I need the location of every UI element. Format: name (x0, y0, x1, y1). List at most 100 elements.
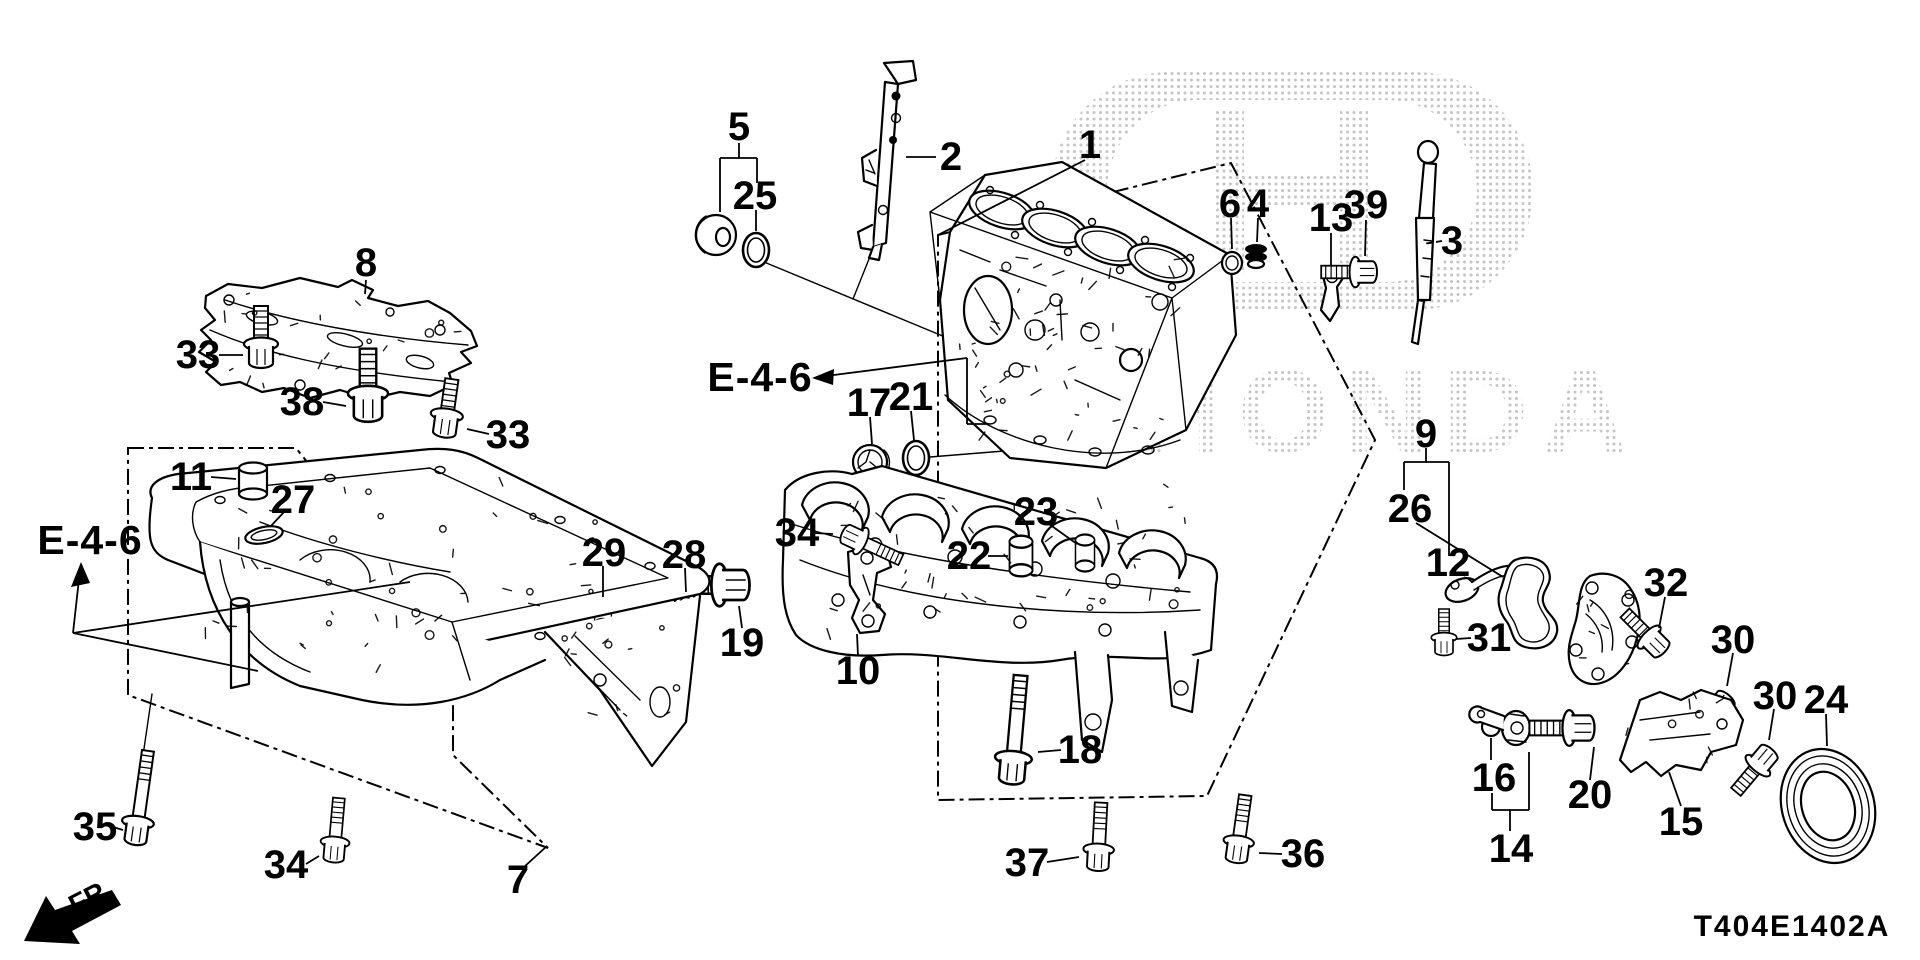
part-label-26: 26 (1388, 487, 1433, 531)
leader-line-part-28 (684, 567, 687, 593)
ref-leader-line (72, 581, 411, 634)
oring-6-art (1220, 250, 1244, 276)
leader-line-part-34 (813, 532, 834, 535)
cylinder-block-art (929, 160, 1238, 470)
part-label-5: 5 (728, 105, 750, 149)
part-label-28: 28 (662, 533, 707, 577)
part-label-33: 33 (176, 333, 221, 377)
ref-arrowhead-icon (812, 369, 834, 385)
part-label-24: 24 (1804, 678, 1849, 722)
oil-pan-art (148, 447, 711, 768)
baffle-15-art (1618, 688, 1745, 778)
bolt-20-art (1528, 708, 1596, 748)
leader-line-part-19 (738, 605, 743, 629)
leader-line-part-37 (1046, 856, 1080, 863)
leader-line-part-27 (269, 511, 285, 528)
part-label-35: 35 (73, 805, 118, 849)
cast-detail-texture (1625, 691, 1725, 764)
dowel-11-art (237, 461, 269, 501)
leader-line-part-23 (1048, 523, 1078, 545)
leader-line-part-18 (1037, 749, 1062, 753)
leader-line-part-35 (112, 826, 124, 831)
fr-arrow-icon (24, 890, 121, 944)
cast-detail-texture (1576, 589, 1634, 666)
leader-line-part-10 (856, 633, 859, 657)
dipstick-tube-art (856, 59, 918, 262)
part-label-10: 10 (836, 649, 881, 693)
part-label-17: 17 (847, 381, 892, 425)
part-label-31: 31 (1467, 616, 1512, 660)
part-label-29: 29 (582, 531, 627, 575)
leader-line-part-11 (210, 476, 237, 480)
part-label-23: 23 (1014, 490, 1059, 534)
leader-line-part-1 (937, 159, 1086, 236)
leader-line-part-24 (1825, 713, 1828, 747)
leader-line-part-20 (1589, 746, 1595, 781)
part-label-11: 11 (170, 455, 212, 499)
lower-block-art (781, 464, 1219, 754)
part-label-9: 9 (1415, 412, 1437, 456)
dipstick-3-art (1410, 139, 1440, 346)
ref-label-e46: E-4-6 (37, 517, 142, 563)
part-label-12: 12 (1426, 541, 1471, 585)
bolt-31-art (1430, 608, 1458, 657)
part-label-2: 2 (940, 135, 962, 179)
baffle-plate-art (197, 276, 479, 401)
diagram-code: T404E1402A (1694, 910, 1891, 943)
grommet-4-art (1245, 244, 1267, 270)
group-outlines (127, 161, 1377, 849)
leader-line-part-4 (1256, 217, 1259, 243)
cast-detail-texture (204, 476, 609, 674)
leader-line-part-26 (1415, 522, 1504, 578)
leader-line-part-30 (1768, 708, 1775, 741)
part-label-18: 18 (1058, 728, 1103, 772)
ref-label-e46: E-4-6 (707, 354, 812, 400)
ref-leader-line (72, 632, 259, 672)
cover-9-art (1567, 572, 1641, 686)
ref-leader-line (817, 357, 968, 378)
part-label-32: 32 (1644, 561, 1689, 605)
leader-line-part-15 (1668, 771, 1682, 807)
leader-line-part-7 (523, 845, 548, 868)
cast-detail-texture (563, 622, 681, 717)
leader-line-part-38 (322, 401, 347, 407)
part-label-7: 7 (507, 858, 529, 902)
dowel-22-art (1008, 534, 1034, 578)
part-label-1: 1 (1079, 123, 1101, 167)
bolt-35-art (117, 747, 165, 849)
leader-line-part-39 (1364, 219, 1367, 257)
leader-line-part-8 (364, 279, 367, 295)
leader-line-part-30 (1726, 652, 1734, 687)
part-label-36: 36 (1281, 832, 1326, 876)
bolt-37-art (1081, 800, 1118, 873)
part-label-4: 4 (1247, 182, 1270, 226)
part-label-22: 22 (947, 534, 992, 578)
part-label-27: 27 (271, 478, 316, 522)
part-label-15: 15 (1659, 800, 1704, 844)
part-label-19: 19 (720, 621, 765, 665)
leader-line-part-17 (869, 416, 873, 445)
fr-indicator: FR. (24, 872, 121, 944)
sensor-14-art (1468, 705, 1532, 747)
part-label-39: 39 (1344, 183, 1389, 227)
grommet-5-art (694, 213, 738, 257)
dash-group-outline-2 (937, 161, 1377, 802)
leader-line-part-3 (1422, 240, 1443, 245)
part-label-37: 37 (1005, 841, 1050, 885)
bolt-36-art (1219, 792, 1262, 867)
leader-line-part-21 (910, 410, 915, 441)
leader-line-part-31 (1455, 637, 1472, 640)
leader-line-part-12 (1460, 571, 1473, 583)
leader-line-part-34 (305, 855, 320, 865)
part-callouts: 1234567891011121314151617181920212223242… (73, 105, 1849, 902)
bolt-30b-art (1723, 738, 1785, 803)
reference-callouts: E-4-6E-4-6 (37, 354, 989, 672)
part-label-14: 14 (1489, 827, 1534, 871)
engine-art (117, 59, 1877, 873)
part-label-8: 8 (355, 241, 377, 285)
oil-seal-24-art (1779, 747, 1877, 865)
leader-line-part-36 (1258, 852, 1283, 855)
part-label-34: 34 (264, 843, 309, 887)
